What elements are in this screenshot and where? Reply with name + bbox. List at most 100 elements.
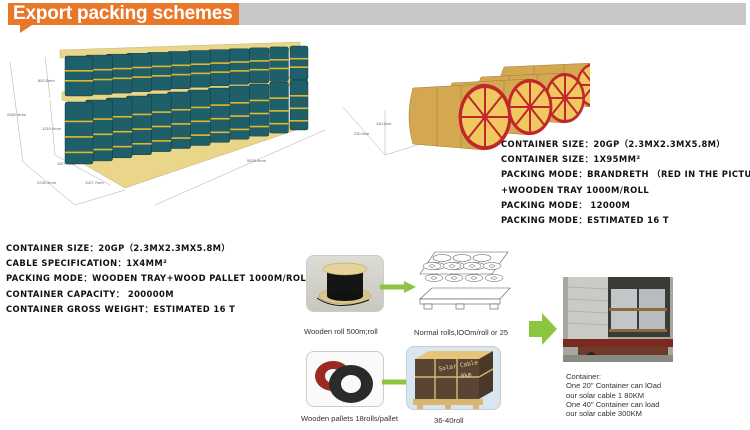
drum-band xyxy=(85,118,113,120)
spec-line: CONTAINER SIZE：20GP（2.3MX2.3MX5.8M） xyxy=(6,243,231,253)
drum-band xyxy=(228,70,250,72)
drum-band xyxy=(249,112,269,115)
drum-band xyxy=(105,77,133,80)
drum-band xyxy=(290,95,308,97)
drum xyxy=(289,79,309,131)
container-line: our solar cable 300KM xyxy=(566,409,642,419)
spec-line: CONTAINER GROSS WEIGHT：ESTIMATED 16 T xyxy=(6,303,236,314)
pallet-top-roll xyxy=(472,254,492,262)
drum xyxy=(207,49,231,87)
drum-band xyxy=(85,78,113,81)
reel-spoke xyxy=(551,81,566,99)
drum-band xyxy=(146,111,172,113)
spec-line: CONTAINER SIZE：20GP（2.3MX2.3MX5.8M） xyxy=(501,139,726,149)
container-capacity-text: Container: One 20" Container can lOad ou… xyxy=(566,372,661,418)
drum-band xyxy=(167,137,191,139)
pallet-top-roll xyxy=(432,254,452,262)
header-tail xyxy=(20,25,32,33)
drum-band xyxy=(269,67,289,70)
dimension-lines xyxy=(9,56,326,206)
reel-spoke xyxy=(564,97,579,115)
reel-hub xyxy=(482,114,488,120)
spec-line: PACKING MODE：BRANDRETH （RED IN THE PICTU… xyxy=(501,169,750,180)
spec-line: CONTAINER CAPACITY： 200000M xyxy=(6,288,174,299)
drum xyxy=(269,46,289,82)
dim-total-height: 2062.0mm xyxy=(7,112,27,117)
dim-length: 5526.5mm xyxy=(247,158,267,163)
reel-hub xyxy=(527,104,533,110)
drum-band xyxy=(228,115,250,117)
drum xyxy=(269,81,289,134)
drum xyxy=(187,50,211,88)
container-photo xyxy=(563,277,673,362)
container-line: our solar cable 1 80KM xyxy=(566,390,645,400)
drum-band xyxy=(126,76,152,78)
reel-spoke xyxy=(582,70,590,82)
drum-band xyxy=(208,117,230,120)
drum-band xyxy=(228,61,250,63)
header-gray-bar xyxy=(238,3,746,25)
reel-spoke xyxy=(529,106,545,126)
drum-band xyxy=(269,59,289,61)
cable-roll-core xyxy=(448,264,456,268)
dim-bottom-layer: 1210.0mm xyxy=(42,126,62,131)
reel-spoke xyxy=(515,106,531,126)
spec-line: PACKING MODE：ESTIMATED 16 T xyxy=(501,214,670,225)
section-header: Export packing schemes xyxy=(8,3,746,33)
drum-band xyxy=(85,68,113,71)
cable-roll-core xyxy=(468,264,476,268)
dim-width: 2235.3mm xyxy=(37,180,57,185)
drum-band xyxy=(269,110,289,112)
drum-band xyxy=(187,63,211,65)
dim-pallet-b: 1107.7mm xyxy=(85,180,104,185)
container-line: Container: xyxy=(566,372,602,381)
cable-roll-core xyxy=(428,264,436,268)
drum-band xyxy=(249,68,269,71)
drum xyxy=(64,101,94,165)
normal-rolls-caption: Normal rolls,lOOm/roll or 25 xyxy=(414,328,509,337)
drum-band xyxy=(208,104,230,106)
drum-band xyxy=(208,131,230,134)
scheme-left-specs: CONTAINER SIZE：20GP（2.3MX2.3MX5.8M） CABL… xyxy=(6,241,312,317)
drum-band xyxy=(187,106,211,109)
cable-roll-core xyxy=(430,276,438,280)
drum-band xyxy=(228,128,250,131)
drum-band xyxy=(187,134,211,136)
drum xyxy=(64,55,94,97)
drum-band xyxy=(85,133,113,136)
drum-band xyxy=(146,75,172,77)
drum-band xyxy=(85,148,113,151)
wooden-roll-caption: Wooden roll 500m;roll xyxy=(304,327,378,336)
drum-band xyxy=(290,66,308,68)
cable-roll-core xyxy=(488,264,496,268)
box-label-line2: 9km xyxy=(460,371,472,380)
drum-band xyxy=(146,65,172,68)
container-line: One 20" Container can lOad xyxy=(566,381,662,391)
drum-band xyxy=(65,70,93,72)
drum xyxy=(248,47,270,84)
drum-band xyxy=(105,130,133,133)
drum xyxy=(228,85,250,140)
drum xyxy=(289,45,309,81)
reel-hub xyxy=(562,95,568,101)
wooden-pallets-caption: Wooden pallets 18rolls/pallet xyxy=(301,414,398,423)
cable-roll-core xyxy=(490,276,498,280)
reel-diagram: 140.0cm 560.0cm 230.0cm xyxy=(342,62,590,156)
drum-band xyxy=(65,151,93,154)
dim-top-layer: 852.0mm xyxy=(38,78,55,83)
crated-box-photo: Solar Cable 9km xyxy=(406,346,501,410)
drum-band xyxy=(290,107,308,110)
drum-band xyxy=(167,73,191,76)
spec-line: CABLE SPECIFICATION：1X4MM² xyxy=(6,258,168,269)
drum-band xyxy=(249,125,269,128)
wooden-roll-photo xyxy=(306,255,384,312)
scheme-right-specs: CONTAINER SIZE：20GP（2.3MX2.3MX5.8M） CONT… xyxy=(501,137,750,228)
drum-band xyxy=(146,125,172,128)
drum xyxy=(248,83,270,137)
drum-band xyxy=(269,122,289,125)
reel-spoke xyxy=(564,81,579,99)
drum-band xyxy=(105,67,133,70)
drum-band xyxy=(167,123,191,125)
reel-dim-width: 230.0cm xyxy=(354,131,370,136)
spec-line: PACKING MODE：WOODEN TRAY+WOOD PALLET 100… xyxy=(6,273,312,284)
